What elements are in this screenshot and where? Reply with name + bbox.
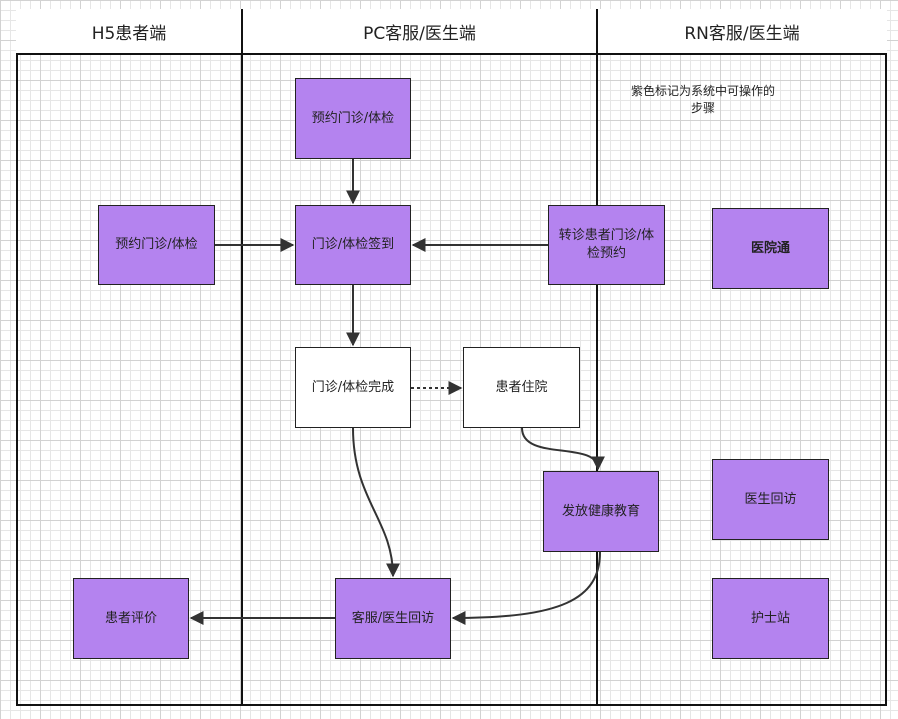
lane-header-rn: RN客服/医生端 <box>597 9 887 55</box>
node-nurse-station[interactable]: 护士站 <box>712 578 829 659</box>
node-pc-book[interactable]: 预约门诊/体检 <box>295 78 411 159</box>
lane-divider-2 <box>596 9 598 706</box>
node-checkin[interactable]: 门诊/体检签到 <box>295 205 411 285</box>
lane-header-pc: PC客服/医生端 <box>242 9 597 55</box>
node-hospital-app[interactable]: 医院通 <box>712 208 829 289</box>
node-h5-book[interactable]: 预约门诊/体检 <box>98 205 215 285</box>
node-pc-followup[interactable]: 客服/医生回访 <box>335 578 451 659</box>
lane-header-h5: H5患者端 <box>16 9 242 55</box>
node-complete[interactable]: 门诊/体检完成 <box>295 347 411 428</box>
node-evaluation[interactable]: 患者评价 <box>73 578 189 659</box>
lane-divider-1 <box>241 9 243 706</box>
node-transfer[interactable]: 转诊患者门诊/体检预约 <box>548 205 665 285</box>
node-education[interactable]: 发放健康教育 <box>543 471 659 552</box>
legend-note: 紫色标记为系统中可操作的步骤 <box>630 84 775 115</box>
node-rn-followup[interactable]: 医生回访 <box>712 459 829 540</box>
node-inpatient[interactable]: 患者住院 <box>463 347 580 428</box>
